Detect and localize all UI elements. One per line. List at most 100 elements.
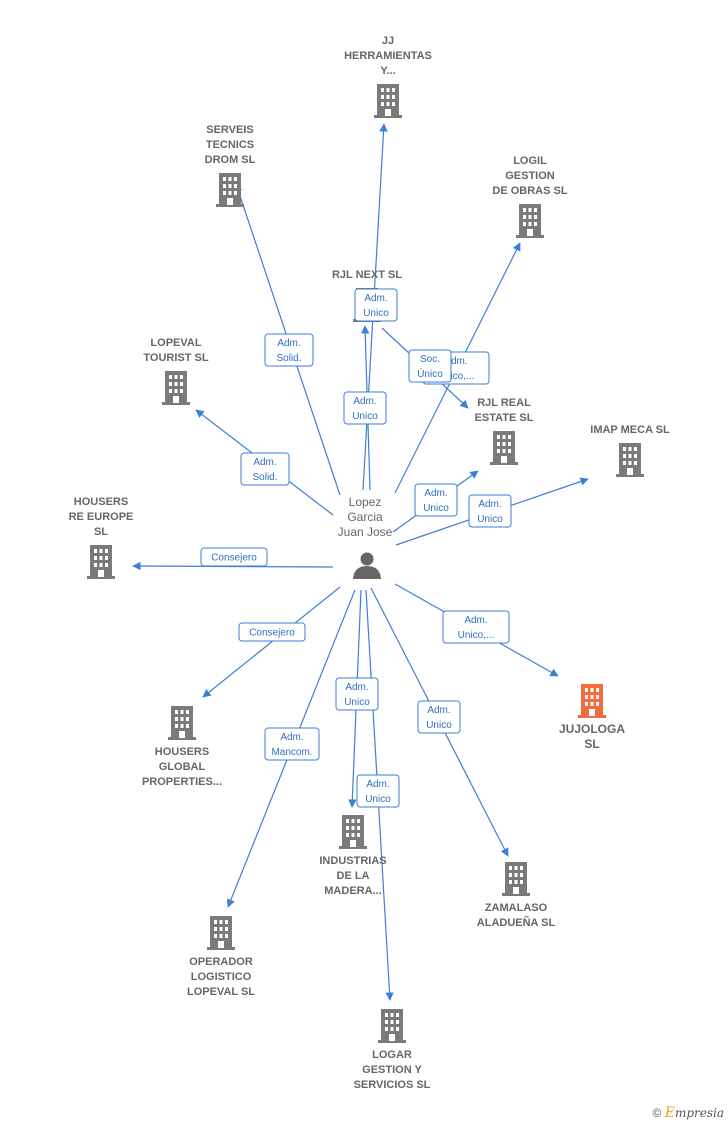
role-label-box: [343, 391, 387, 425]
building-icon: [578, 684, 606, 718]
role-label-box: [200, 547, 268, 567]
role-label-logar[interactable]: Adm.Unico: [356, 774, 400, 808]
company-name-line: DROM SL: [205, 154, 256, 166]
company-name-line: OPERADOR: [189, 956, 253, 968]
role-label-industrias[interactable]: Adm. Unico: [335, 677, 379, 711]
edge-housersglobal: [202, 586, 341, 698]
company-name-line: LOGAR: [372, 1049, 412, 1061]
company-node-serveis[interactable]: SERVEIS TECNICS DROM SL: [205, 124, 256, 207]
building-icon: [162, 371, 190, 405]
company-name-line: Y...: [380, 65, 395, 77]
role-label-text: Soc.: [420, 354, 440, 365]
role-label-text: Adm.: [464, 615, 487, 626]
role-label-box: [417, 700, 461, 734]
company-name-line: ESTATE SL: [475, 412, 534, 424]
company-node-imap[interactable]: IMAP MECA SL: [590, 424, 670, 477]
role-label-text: Unico: [344, 697, 370, 708]
role-label-operador[interactable]: Adm.Mancom.: [264, 727, 320, 761]
role-label-text: Unico,...: [458, 630, 495, 641]
role-label-text: Adm.: [424, 488, 447, 499]
role-label-box: [468, 494, 512, 528]
company-name-line: RJL NEXT SL: [332, 269, 402, 281]
role-label-box: [408, 349, 452, 383]
role-label-text: Adm.: [353, 396, 376, 407]
building-icon: [168, 706, 196, 740]
role-label-text: Unico: [426, 720, 452, 731]
company-name-line: LOGISTICO: [191, 971, 252, 983]
role-label-text: Unico,...: [438, 371, 475, 382]
building-icon: [616, 443, 644, 477]
role-label-text: Unico: [363, 308, 389, 319]
company-name-line: JJ: [382, 35, 394, 47]
role-label-text: Unico: [423, 503, 449, 514]
company-name-line: SL: [584, 737, 599, 751]
role-label-lopeval[interactable]: Adm.Solid.: [240, 452, 290, 486]
company-name-line: SL: [94, 526, 108, 538]
company-name-line: HERRAMIENTAS: [344, 50, 432, 62]
company-name-line: TECNICS: [206, 139, 254, 151]
role-label-box: [356, 774, 400, 808]
company-name-line: GESTION: [505, 170, 555, 182]
company-node-housersre[interactable]: HOUSERS RE EUROPE SL: [69, 496, 134, 579]
role-label-jj[interactable]: Adm. Unico: [343, 391, 387, 425]
role-label-box: [354, 288, 398, 322]
company-name-line: HOUSERS: [74, 496, 128, 508]
role-label-box: [238, 622, 306, 642]
company-name-line: LOGIL: [513, 155, 547, 167]
role-label-box: [414, 483, 458, 517]
brand-name: mpresia: [674, 1106, 724, 1120]
role-label-box: [264, 727, 320, 761]
footer-brand[interactable]: © Empresia: [653, 1105, 724, 1121]
role-label-text: Adm.: [364, 293, 387, 304]
role-label-text: Unico: [365, 794, 391, 805]
company-node-housersglobal[interactable]: HOUSERSGLOBALPROPERTIES...: [142, 706, 222, 788]
company-name-line: SERVEIS: [206, 124, 254, 136]
role-label-text: Adm.: [444, 356, 467, 367]
company-node-rjlnext[interactable]: RJL NEXT SL: [332, 269, 402, 322]
role-label-serveis[interactable]: Adm.Solid.: [264, 333, 314, 367]
company-node-jj[interactable]: JJ HERRAMIENTAS Y...: [344, 35, 432, 118]
company-name-line: ZAMALASO: [485, 902, 548, 914]
building-icon: [216, 173, 244, 207]
role-label-text: Adm.: [478, 499, 501, 510]
company-name-line: RJL REAL: [477, 397, 531, 409]
role-label-jujologa[interactable]: Adm. Unico,...: [442, 610, 510, 644]
role-label-rjlnext_sub[interactable]: Soc.Único: [408, 349, 452, 383]
role-label-rjlreal[interactable]: Adm. Unico: [414, 483, 458, 517]
role-label-box: [335, 677, 379, 711]
company-node-rjlreal[interactable]: RJL REAL ESTATE SL: [475, 397, 534, 465]
role-label-housersre[interactable]: Consejero: [200, 547, 268, 567]
building-icon: [378, 1009, 406, 1043]
role-label-text: Unico: [352, 411, 378, 422]
company-node-lopeval[interactable]: LOPEVAL TOURIST SL: [143, 337, 209, 405]
role-label-text: Unico: [477, 514, 503, 525]
company-name-line: GLOBAL: [159, 761, 206, 773]
company-name-line: LOPEVAL: [150, 337, 201, 349]
role-label-text: Adm.: [280, 732, 303, 743]
role-label-housersglobal[interactable]: Consejero: [238, 622, 306, 642]
company-name-line: RE EUROPE: [69, 511, 134, 523]
role-label-imap[interactable]: Adm. Unico: [468, 494, 512, 528]
company-name-line: INDUSTRIAS: [319, 855, 386, 867]
role-label-box: [240, 452, 290, 486]
role-label-zamalaso[interactable]: Adm.Unico: [417, 700, 461, 734]
company-name-line: SERVICIOS SL: [354, 1079, 431, 1091]
role-label-rjlnext[interactable]: Adm. Unico: [354, 288, 398, 322]
role-label-box: [264, 333, 314, 367]
role-label-text: Solid.: [276, 353, 301, 364]
company-name-line: GESTION Y: [362, 1064, 422, 1076]
role-label-text: Adm.: [345, 682, 368, 693]
company-name-line: MADERA...: [324, 885, 381, 897]
company-name-line: TOURIST SL: [143, 352, 208, 364]
copyright-symbol: ©: [652, 1106, 662, 1120]
company-node-operador[interactable]: OPERADOR LOGISTICO LOPEVAL SL: [187, 916, 255, 998]
company-node-logar[interactable]: LOGAR GESTION Y SERVICIOS SL: [354, 1009, 431, 1091]
company-name-line: LOPEVAL SL: [187, 986, 255, 998]
role-label-box: [442, 610, 510, 644]
